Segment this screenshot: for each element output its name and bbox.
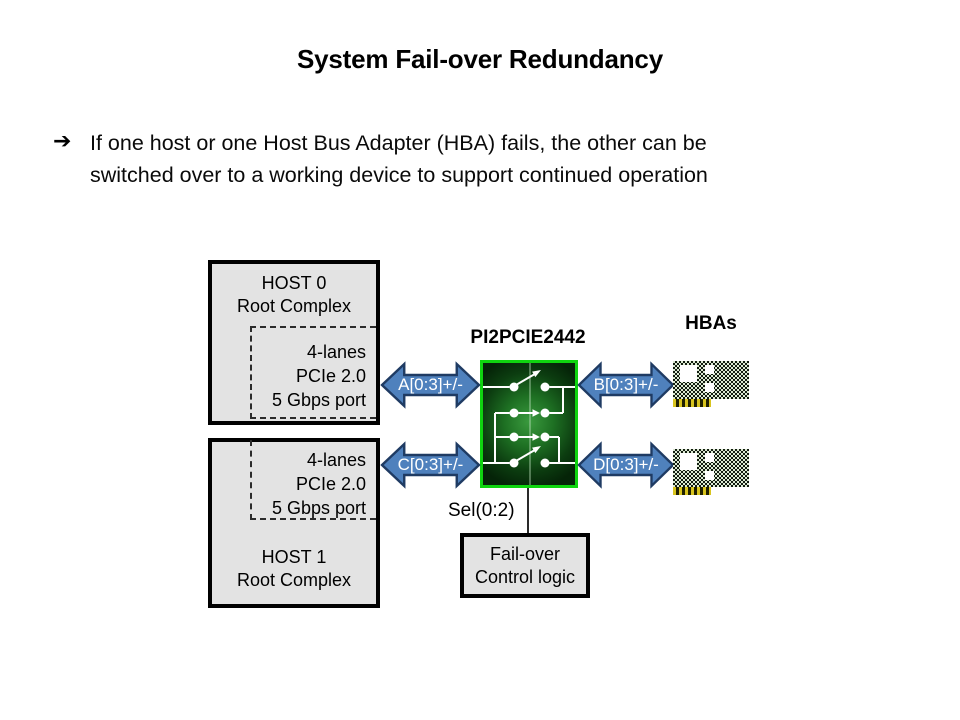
port-d-label: D[0:3]+/-: [593, 455, 659, 474]
host1-port-box: 4-lanes PCIe 2.0 5 Gbps port: [250, 440, 376, 520]
bullet-line-1: If one host or one Host Bus Adapter (HBA…: [90, 131, 707, 155]
host0-name: HOST 0: [261, 273, 327, 293]
host1-label: HOST 1 Root Complex: [212, 546, 376, 592]
hba-card-1: [673, 361, 749, 399]
failover-control-box: Fail-over Control logic: [460, 533, 590, 598]
host1-subname: Root Complex: [236, 570, 352, 590]
sel-label: Sel(0:2): [448, 500, 515, 521]
port-c-arrow: C[0:3]+/-: [380, 441, 481, 489]
host0-port-line2: PCIe 2.0: [295, 366, 366, 386]
hba-card-2: [673, 449, 749, 487]
bullet-text: If one host or one Host Bus Adapter (HBA…: [90, 127, 820, 191]
switch-chip-label: PI2PCIE2442: [470, 327, 586, 348]
hba2-edge-connector: [673, 487, 711, 495]
host0-label: HOST 0 Root Complex: [212, 272, 376, 318]
host0-port-box: 4-lanes PCIe 2.0 5 Gbps port: [250, 326, 376, 419]
sel-connector-line: [527, 488, 529, 533]
hba-chip-cutout-small: [705, 365, 714, 374]
double-arrow-icon: [380, 441, 481, 489]
port-c-label: C[0:3]+/-: [397, 455, 464, 474]
host1-port-line1: 4-lanes: [306, 450, 366, 470]
host0-port-line1: 4-lanes: [306, 342, 366, 362]
hba-chip-cutout-small: [705, 383, 714, 392]
port-a-label: A[0:3]+/-: [398, 375, 463, 394]
host1-name: HOST 1: [261, 547, 327, 567]
bullet-arrow-icon: ➔: [53, 129, 72, 154]
port-b-label: B[0:3]+/-: [593, 375, 659, 394]
port-a-arrow: A[0:3]+/-: [380, 361, 481, 409]
hba-chip-cutout: [680, 453, 697, 470]
page-title: System Fail-over Redundancy: [297, 44, 663, 74]
pcie-switch-chip: [480, 360, 578, 488]
host0-port-line3: 5 Gbps port: [271, 390, 366, 410]
bullet-line-2: switched over to a working device to sup…: [90, 163, 708, 187]
hba-chip-cutout-small: [705, 471, 714, 480]
double-arrow-icon: [380, 361, 481, 409]
host1-port-line3: 5 Gbps port: [271, 498, 366, 518]
host1-port-line2: PCIe 2.0: [295, 474, 366, 494]
host0-box: HOST 0 Root Complex 4-lanes PCIe 2.0 5 G…: [208, 260, 380, 425]
hba1-edge-connector: [673, 399, 711, 407]
host0-subname: Root Complex: [236, 296, 352, 316]
port-b-arrow: B[0:3]+/-: [577, 361, 675, 409]
hba-chip-cutout-small: [705, 453, 714, 462]
switch-schematic-icon: [483, 363, 575, 485]
port-d-arrow: D[0:3]+/-: [577, 441, 675, 489]
control-line-2: Control logic: [474, 566, 576, 587]
host1-box: 4-lanes PCIe 2.0 5 Gbps port HOST 1 Root…: [208, 438, 380, 608]
hba-chip-cutout: [680, 365, 697, 382]
control-line-1: Fail-over: [489, 543, 560, 564]
hbas-label: HBAs: [685, 313, 737, 334]
